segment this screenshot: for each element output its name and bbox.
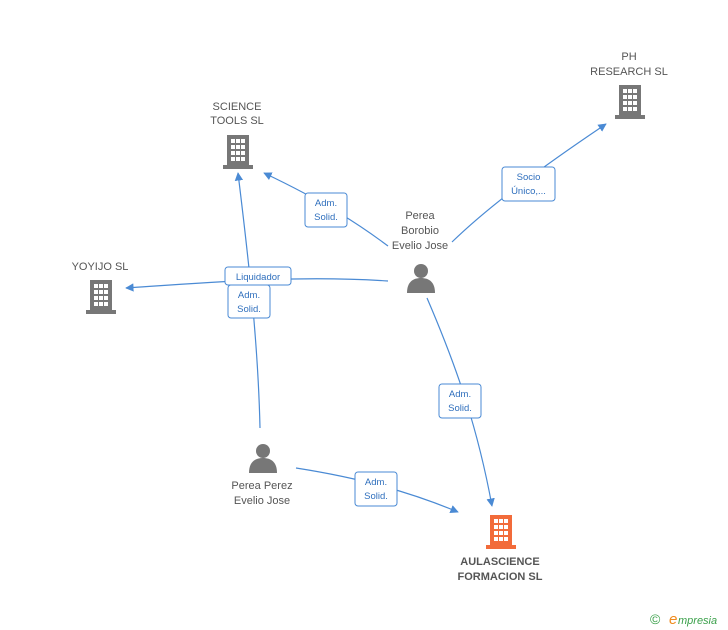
edge-label-borobio-yoyijo[interactable]: Liquidador — [224, 266, 292, 286]
node-label: RESEARCH SL — [590, 66, 668, 78]
brand-logo-text: mpresia — [678, 615, 717, 627]
node-label: Evelio Jose — [392, 240, 448, 252]
edge-label-line: Único,... — [511, 186, 546, 197]
edge-label-borobio-science[interactable]: Adm. Solid. — [304, 192, 348, 228]
node-label: YOYIJO SL — [72, 261, 129, 273]
edge-label-line: Adm. — [449, 389, 471, 400]
person-icon — [249, 444, 277, 473]
edge-label-line: Solid. — [314, 212, 338, 223]
edge-labels: Adm. Solid. Socio Único,... Liquidador A… — [224, 166, 556, 507]
person-icon — [407, 264, 435, 293]
node-science-tools[interactable]: SCIENCE TOOLS SL — [210, 101, 264, 169]
edge-label-line: Liquidador — [236, 272, 280, 283]
building-icon — [86, 280, 116, 314]
node-aulascience[interactable]: AULASCIENCE FORMACION SL — [458, 515, 543, 583]
node-label: FORMACION SL — [458, 571, 543, 583]
edge-label-box — [501, 166, 556, 202]
building-icon — [486, 515, 516, 549]
node-perea-perez[interactable]: Perea Perez Evelio Jose — [231, 444, 293, 507]
edge-label-line: Solid. — [364, 491, 388, 502]
node-label: SCIENCE — [213, 101, 262, 113]
node-label: Borobio — [401, 225, 439, 237]
edge-label-line: Solid. — [237, 304, 261, 315]
edge-label-line: Socio — [517, 172, 541, 183]
node-label: PH — [621, 51, 636, 63]
edge-label-borobio-aula[interactable]: Adm. Solid. — [438, 383, 482, 419]
edge-label-line: Adm. — [365, 477, 387, 488]
edge-label-line: Adm. — [238, 290, 260, 301]
edge-label-line: Solid. — [448, 403, 472, 414]
node-yoyijo[interactable]: YOYIJO SL — [72, 261, 129, 314]
brand-logo-e: e — [669, 611, 677, 628]
node-label: Evelio Jose — [234, 495, 290, 507]
node-label: AULASCIENCE — [460, 556, 539, 568]
copyright-symbol: © — [650, 611, 661, 627]
building-icon — [615, 85, 645, 119]
edge-label-perez-science[interactable]: Adm. Solid. — [227, 284, 271, 319]
brand-watermark: © e mpresia — [650, 611, 717, 628]
edge-label-box — [438, 383, 482, 419]
edge-label-box — [304, 192, 348, 228]
building-icon — [223, 135, 253, 169]
node-perea-borobio[interactable]: Perea Borobio Evelio Jose — [392, 210, 448, 293]
node-label: Perea Perez — [231, 480, 292, 492]
edge-label-borobio-ph[interactable]: Socio Único,... — [501, 166, 556, 202]
node-label: Perea — [405, 210, 435, 222]
edge-label-box — [227, 284, 271, 319]
edge-label-perez-aula[interactable]: Adm. Solid. — [354, 471, 398, 507]
edge-label-box — [354, 471, 398, 507]
node-ph-research[interactable]: PH RESEARCH SL — [590, 51, 668, 119]
edge-label-line: Adm. — [315, 198, 337, 209]
node-label: TOOLS SL — [210, 115, 264, 127]
